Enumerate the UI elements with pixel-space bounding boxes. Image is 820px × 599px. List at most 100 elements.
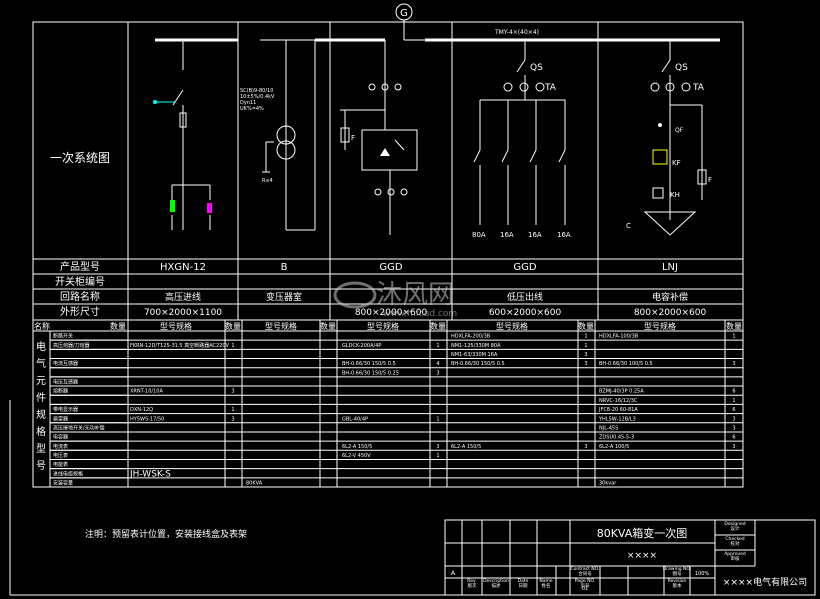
- rating-2: 16A: [500, 231, 514, 239]
- col1-dims: 700×2000×1100: [144, 308, 222, 318]
- spec-qty: 1: [584, 334, 587, 340]
- spec-qty: 6: [732, 389, 735, 395]
- col4-dims: 600×2000×600: [489, 308, 562, 318]
- lv-outgoing-schematic: QS TA 80A 16A 16A 16A: [472, 40, 571, 239]
- spec-qty: 3: [436, 370, 439, 376]
- spec-h2: 型号规格: [265, 321, 297, 331]
- spec-qty: 3: [584, 361, 587, 367]
- project-name: ××××: [627, 551, 657, 561]
- spec-cell: YHL5W-12B/L3: [598, 416, 636, 422]
- title-block-page: Page NO.页号: [575, 578, 595, 589]
- col1-model: HXGN-12: [160, 262, 206, 273]
- spec-qty: 1: [436, 416, 439, 422]
- row-label-dims: 外形尺寸: [60, 305, 100, 318]
- col5-dims: 800×2000×600: [634, 308, 707, 318]
- watermark: 沐风网 www.mfcad.com: [333, 280, 457, 319]
- spec-name-header: 名称: [34, 321, 50, 331]
- title-block-drawing-no: Drawing NO.图号: [663, 566, 691, 577]
- row-label-circuit: 回路名称: [60, 290, 100, 303]
- spec-qty: 3: [732, 361, 735, 367]
- drawing-note: 注明：预留表计位置，安装接线盒及表架: [85, 528, 247, 540]
- title-block-contract: Contract NO.合同号: [571, 566, 600, 577]
- watermark-brand: 沐风网: [376, 280, 454, 310]
- company-name: ××××电气有限公司: [723, 576, 807, 588]
- row-label-model: 产品型号: [60, 260, 100, 273]
- spec-qty: 3: [584, 444, 587, 450]
- generator-label: G: [400, 8, 408, 19]
- lv-incoming-schematic: F: [340, 39, 425, 235]
- kf-label: KF: [672, 159, 681, 167]
- spec-h5: 型号规格: [644, 321, 676, 331]
- ta2-label: TA: [692, 83, 705, 93]
- spec-cell: 30kvar: [599, 481, 617, 487]
- spec-cell: JH-WSK-S: [129, 469, 171, 479]
- watermark-url: www.mfcad.com: [383, 309, 457, 319]
- section-title: 一次系统图: [50, 151, 110, 165]
- spec-qty: 1: [231, 407, 234, 413]
- drawing-title: 80KVA箱变一次图: [597, 526, 688, 540]
- spec-headers: 数量 型号规格 数量 型号规格 数量 型号规格 数量 型号规格 数量 型号规格 …: [110, 321, 742, 331]
- spec-cell: ZDSU0.45-5-3: [599, 435, 634, 441]
- scale: 100%: [695, 571, 710, 577]
- qty-h3: 数量: [320, 321, 336, 331]
- spec-row-name: 电容器: [53, 434, 68, 441]
- col2-model: B: [281, 262, 288, 273]
- qs1-label: QS: [530, 63, 543, 73]
- spec-cell: 6L2-A 150/5: [342, 444, 372, 450]
- spec-cell: NM1-125/330M 80A: [451, 343, 501, 349]
- rating-1: 80A: [472, 231, 486, 239]
- hv-incoming-schematic: [153, 40, 212, 230]
- rev-row-label: A: [451, 570, 456, 577]
- col4-model: GGD: [513, 262, 536, 273]
- spec-qty: 3: [231, 389, 234, 395]
- spec-cell: XRNT-10/10A: [130, 389, 163, 395]
- page-val: 01: [582, 586, 588, 592]
- spec-qty: 1: [584, 343, 587, 349]
- qty-h5: 数量: [578, 321, 594, 331]
- spec-qty: 3: [732, 416, 735, 422]
- spec-row-name: 熔断器: [53, 388, 68, 395]
- title-block-rev: Rev.版次: [467, 578, 477, 589]
- qs2-label: QS: [675, 63, 688, 73]
- spec-cell: HDXLFA-200/3B: [451, 334, 491, 340]
- spec-cell: BH-0.66/30 150/5 0.5: [342, 361, 396, 367]
- col3-dims: 800×2000×600: [355, 308, 428, 318]
- spec-group-label: 电气元件规格型号: [36, 340, 46, 472]
- rating-3: 16A: [528, 231, 542, 239]
- spec-cell: BH-0.66/30 150/5 0.25: [342, 370, 399, 376]
- spec-row-name: 电流表: [53, 443, 68, 450]
- spec-qty: 3: [584, 352, 587, 358]
- spec-qty: 1: [732, 398, 735, 404]
- spec-row-name: 进线电缆规格: [53, 470, 83, 477]
- col5-circuit: 电容补偿: [652, 291, 688, 303]
- spec-qty: 1: [436, 343, 439, 349]
- spec-cell: HDXLFA-100/3B: [599, 334, 639, 340]
- spec-row-name: 电流互感器: [53, 360, 78, 367]
- qty-h6: 数量: [726, 321, 742, 331]
- spec-cell: NJL-45S: [599, 425, 618, 431]
- qf-label: QF: [675, 127, 684, 134]
- busbar-label: TMY-4×(40×4): [494, 29, 539, 36]
- spec-cell: NRVC-16/12/3C: [599, 398, 638, 404]
- c-label: C: [626, 222, 631, 230]
- ground-note: R≤4: [262, 178, 273, 184]
- col4-circuit: 低压出线: [507, 291, 543, 303]
- capacitor-schematic: QS TA F QF KF KH C: [626, 40, 712, 236]
- spec-qty: 3: [732, 444, 735, 450]
- spec-row-name: 电压表: [53, 452, 68, 459]
- spec-cell: FKRN-12D/T125-31.5 真空断路器AC220V: [130, 342, 230, 349]
- col1-circuit: 高压进线: [165, 291, 201, 303]
- spec-qty: 3: [732, 425, 735, 431]
- spec-cell: BH-0.66/30 150/5 0.5: [451, 361, 505, 367]
- spec-row-name: 高压熔器/刀熔器: [53, 342, 90, 349]
- spec-qty: 3: [231, 416, 234, 422]
- qty-h1: 数量: [110, 321, 126, 331]
